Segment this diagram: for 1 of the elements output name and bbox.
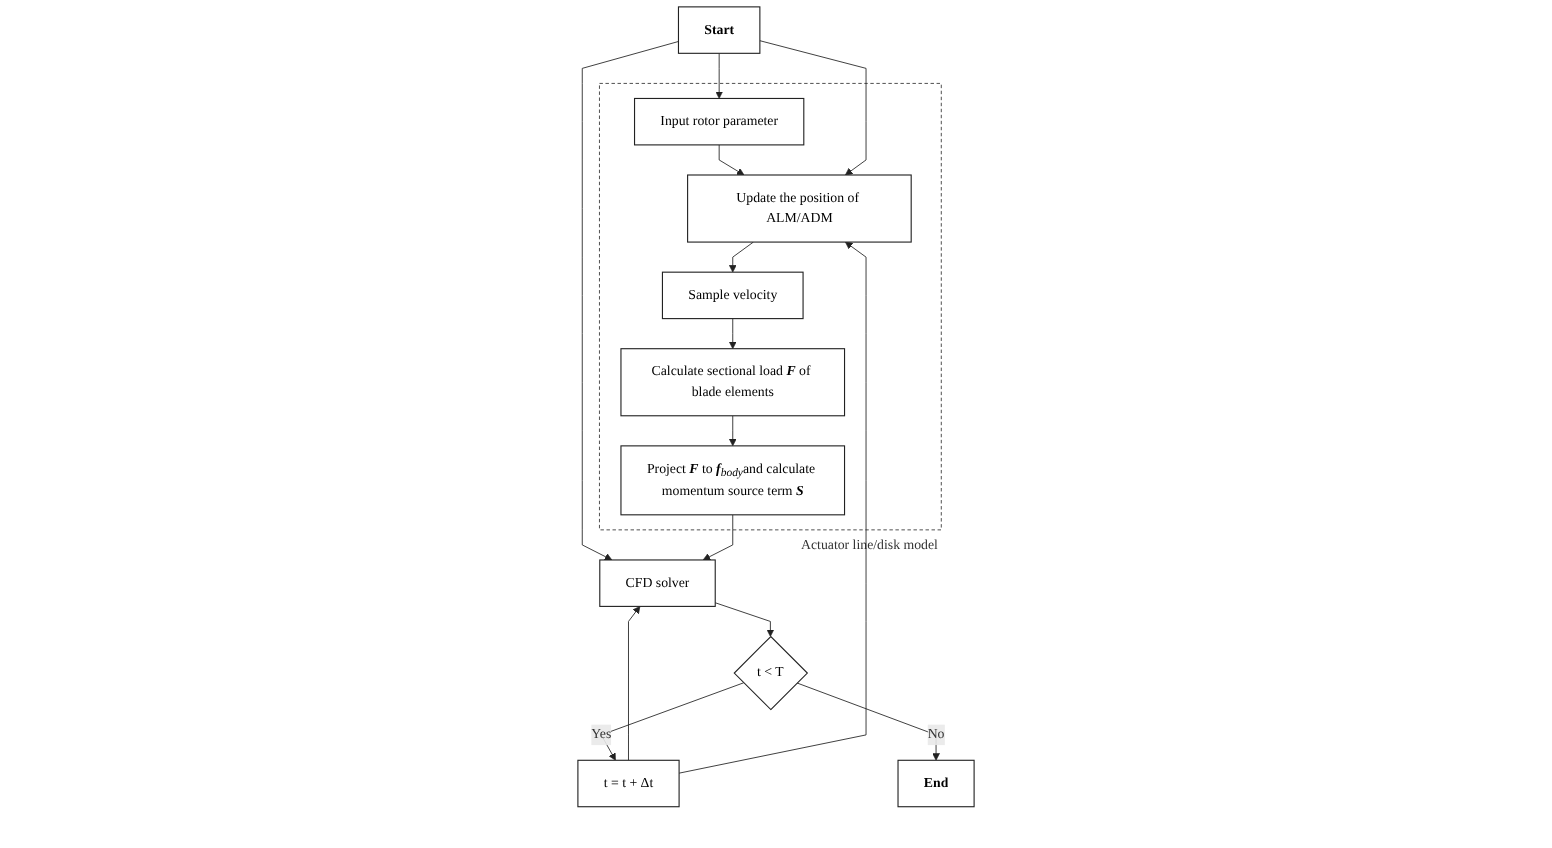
cluster xyxy=(599,82,942,531)
